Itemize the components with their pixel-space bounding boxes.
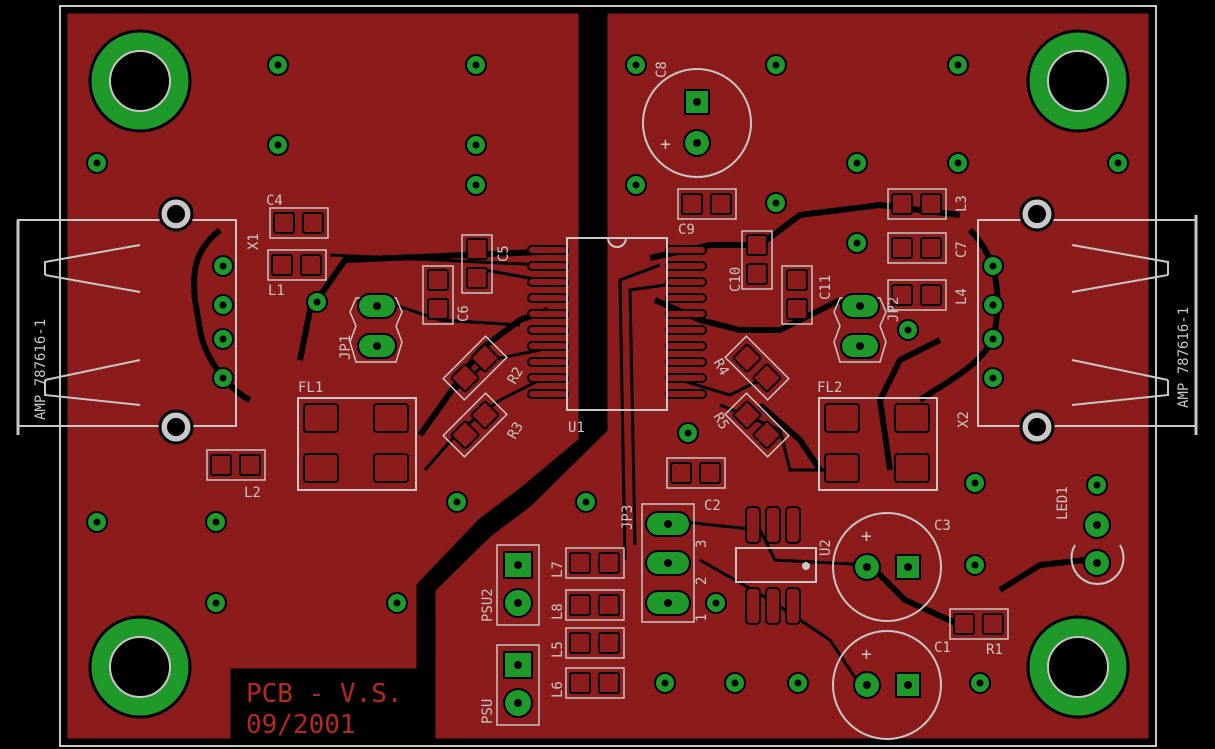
capacitor-c3	[832, 512, 942, 622]
label-c5: C5	[496, 245, 512, 262]
label-r2: R2	[505, 364, 527, 387]
label-l7: L7	[550, 561, 566, 578]
label-jp1: JP1	[338, 335, 354, 360]
plus-c3: +	[861, 526, 872, 547]
header-psu2	[496, 544, 540, 626]
label-l1: L1	[268, 283, 285, 299]
mounting-hole	[1026, 615, 1130, 719]
ic-u1	[527, 237, 707, 411]
capacitor-lower	[832, 630, 942, 740]
connector-x2-ref: X2	[956, 411, 972, 428]
mounting-hole	[88, 29, 192, 133]
label-jp3-pin2: 2	[694, 577, 710, 585]
label-c10: C10	[728, 267, 744, 292]
connector-x1-part: AMP 787616-1	[33, 319, 49, 420]
label-r4: R4	[710, 356, 732, 379]
resistor-r2	[442, 335, 508, 401]
label-l3: L3	[954, 195, 970, 212]
credit-line2: 09/2001	[246, 710, 356, 740]
connector-x1	[16, 196, 237, 445]
label-l8: L8	[550, 603, 566, 620]
label-r1: R1	[986, 642, 1003, 658]
credit-line1: PCB - V.S.	[246, 679, 403, 709]
resistor-r4	[724, 335, 790, 401]
label-c7: C7	[954, 241, 970, 258]
label-c11: C11	[818, 275, 834, 300]
label-l4: L4	[954, 288, 970, 305]
label-u2: U2	[818, 539, 834, 556]
filter-fl1	[297, 397, 417, 491]
label-c3: C3	[934, 518, 951, 534]
label-c1: C1	[934, 640, 951, 656]
regulator-u2	[735, 506, 817, 625]
jumper-jp1	[349, 293, 403, 363]
plus-c8: +	[660, 134, 671, 155]
label-c9: C9	[678, 222, 695, 238]
label-r3: R3	[505, 419, 527, 442]
filter-fl2	[818, 397, 938, 491]
thin-traces	[329, 253, 871, 686]
label-jp3-pin3: 3	[694, 540, 710, 548]
label-c6: C6	[456, 305, 472, 322]
filter-fl2-ref: FL2	[817, 380, 842, 396]
header-psu	[496, 644, 540, 726]
mounting-hole	[1026, 29, 1130, 133]
ic-u1-ref: U1	[568, 420, 585, 436]
label-psu2: PSU2	[480, 588, 496, 622]
jumper-jp3	[641, 503, 695, 623]
resistor-r3	[442, 392, 508, 458]
label-c8: C8	[654, 61, 670, 78]
label-psu: PSU	[480, 699, 496, 724]
label-l2: L2	[244, 485, 261, 501]
copper-pour-left	[64, 10, 582, 742]
smd-pads	[206, 188, 1009, 699]
label-l6: L6	[550, 681, 566, 698]
resistor-r5	[724, 392, 790, 458]
label-jp3: JP3	[620, 505, 636, 530]
jumper-jp2	[833, 293, 887, 363]
label-jp2: JP2	[886, 297, 902, 322]
ic-u1-pins-left	[527, 245, 569, 399]
mounting-hole	[88, 615, 192, 719]
label-r5: R5	[710, 410, 732, 433]
capacitor-c8	[642, 68, 752, 178]
label-led1: LED1	[1055, 486, 1071, 520]
connector-x1-ref: X1	[246, 233, 262, 250]
label-jp3-pin1: 1	[694, 614, 710, 622]
plus-lower-cap: +	[861, 644, 872, 665]
connector-x2	[977, 196, 1198, 445]
led-led1	[1070, 474, 1125, 586]
label-c4: C4	[266, 193, 283, 209]
label-c2: C2	[704, 498, 721, 514]
connector-x2-part: AMP 787616-1	[1176, 307, 1192, 408]
label-l5: L5	[550, 641, 566, 658]
filter-fl1-ref: FL1	[298, 380, 323, 396]
